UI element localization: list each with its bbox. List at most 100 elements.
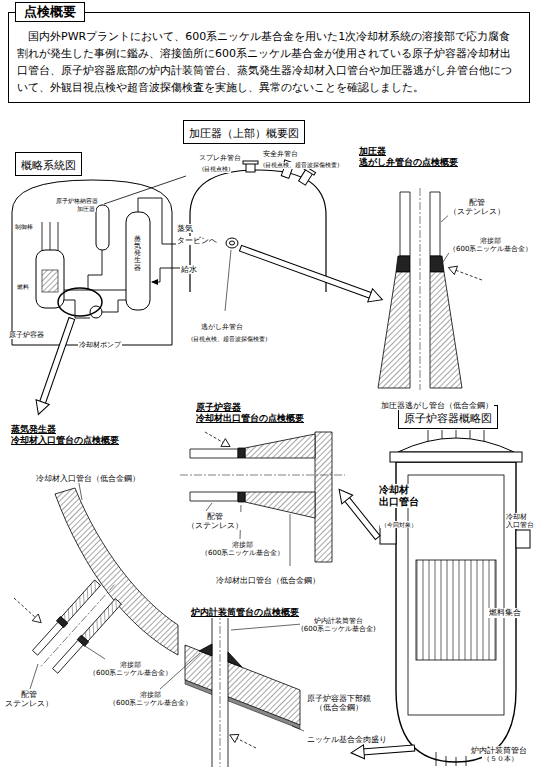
section-caption: 原子炉容器 冷却材出口管台の点検概要 <box>195 402 305 424</box>
system-diagram <box>50 222 51 252</box>
relief-nozzle-section <box>455 270 482 280</box>
reactor-vessel-drawing <box>380 430 530 766</box>
flow-label: 給水 <box>180 265 198 274</box>
material-label-holder: 原子炉容器下部鏡 （低合金鋼） <box>306 694 372 714</box>
pointer-arrow <box>346 498 377 537</box>
material-label: 冷却材入口管台（低合金鋼） <box>35 474 141 483</box>
inspection-note: (目視点検) <box>201 166 231 173</box>
part-label-holder: 制御棒 <box>14 214 34 233</box>
outlet-nozzle-section <box>315 432 332 562</box>
system-diagram <box>12 180 172 345</box>
part-label: スプレ弁管台 <box>198 155 242 163</box>
system-diagram <box>42 222 43 252</box>
reactor-vessel-drawing <box>456 757 457 766</box>
reactor-vessel-drawing <box>436 752 437 766</box>
relief-nozzle-section <box>400 192 410 256</box>
section-caption-holder: 加圧器 逃がし弁管台の点検概要 <box>358 146 459 169</box>
part-label-holder: 蒸気発生器 <box>134 236 141 272</box>
outlet-nozzle-section <box>180 475 345 476</box>
pressurizer-drawing <box>230 241 235 245</box>
material-label-holder: 炉内計装筒管台 (600系ニッケル基合金) <box>300 616 377 635</box>
part-label-holder: 燃料集合 <box>488 600 522 619</box>
part-label-holder: 冷却材ポンプ <box>78 332 122 351</box>
material-label: 溶接部 （600系ニッケル基合金） <box>200 541 285 558</box>
section-heading-box: 加圧器（上部）概要図 <box>183 120 305 144</box>
section-heading-box: 概略系統図 <box>15 152 82 176</box>
summary-box: 点検概要国内外PWRプラントにおいて、600系ニッケル基合金を用いた1次冷却材系… <box>8 12 530 103</box>
material-label-holder: 配管 （ステンレス） <box>186 512 244 532</box>
inspection-note-holder: (目視点検) <box>201 156 231 175</box>
material-label-holder: 冷却材入口管台（低合金鋼） <box>35 466 141 485</box>
reactor-vessel-drawing <box>416 560 496 660</box>
outlet-nozzle-section <box>206 503 212 511</box>
relief-nozzle-section <box>378 272 410 388</box>
section-caption-holder: 蒸気発生器 冷却材入口管台の点検概要 <box>10 424 120 447</box>
outlet-nozzle-section <box>190 492 238 501</box>
section-heading: 原子炉容器概略図 <box>404 412 492 425</box>
reactor-vessel-drawing <box>390 452 522 462</box>
system-diagram <box>102 300 126 312</box>
incore-nozzle-section <box>220 612 221 767</box>
flow-label-holder: 給水 <box>180 257 198 276</box>
part-label: 燃料 <box>16 283 30 290</box>
flow-label-holder: タービンへ <box>176 228 218 247</box>
inspection-note: (目視点検、超音波探傷検査) <box>262 162 340 169</box>
material-label: 加圧器逃がし管台（低合金鋼） <box>380 401 494 410</box>
flow-label: 蒸気 <box>176 224 194 233</box>
part-label-holder: スプレ弁管台 <box>198 145 242 164</box>
reactor-vessel-drawing <box>436 752 466 766</box>
incore-nozzle-section <box>199 644 212 656</box>
system-diagram <box>58 288 102 316</box>
relief-nozzle-section <box>378 188 482 390</box>
outlet-nozzle-section <box>290 514 291 566</box>
part-label-holder: 燃料 <box>16 274 30 293</box>
part-label: 蒸気発生器 <box>134 236 141 272</box>
relief-nozzle-section <box>430 256 444 272</box>
material-label-holder: 溶接部 （600系ニッケル基合金） <box>88 660 173 679</box>
part-label: 安全弁管台 <box>262 151 299 159</box>
system-diagram <box>88 250 102 290</box>
part-label: 冷却材ポンプ <box>78 341 122 349</box>
section-heading: 概略系統図 <box>21 159 76 172</box>
part-label-holder: 加圧器 <box>76 196 96 215</box>
outlet-nozzle-section <box>180 432 345 566</box>
material-label: 溶接部 （600系ニッケル基合金） <box>108 691 193 708</box>
pressurizer-drawing <box>226 238 238 248</box>
material-label: 配管 （ステンレス） <box>448 198 506 216</box>
outlet-nozzle-section <box>245 434 315 458</box>
material-label: 配管 （ステンレス） <box>186 512 244 530</box>
incore-nozzle-section <box>236 738 256 748</box>
material-label: 配管 ステンレス） <box>4 690 54 708</box>
section-heading: 加圧器（上部）概要図 <box>189 127 299 140</box>
inspection-note: (目視点検、超音波探傷検査) <box>190 336 268 343</box>
outlet-nozzle-section <box>245 492 315 518</box>
reactor-vessel-drawing <box>408 475 504 715</box>
outlet-nozzle-section <box>205 432 224 443</box>
reactor-vessel-drawing <box>466 756 467 766</box>
inlet-nozzle-section <box>30 664 38 689</box>
pressurizer-drawing <box>297 166 316 186</box>
material-label-holder: 配管 ステンレス） <box>4 690 54 710</box>
inlet-nozzle-section <box>53 640 84 673</box>
inspection-note-holder: （今回対象） <box>380 512 418 531</box>
part-label: 原子炉容器 <box>8 331 45 339</box>
section-caption: 加圧器 逃がし弁管台の点検概要 <box>358 146 459 168</box>
material-label: 炉内計装筒管台 (600系ニッケル基合金) <box>300 617 377 634</box>
system-diagram <box>58 222 59 252</box>
incore-nozzle-section <box>185 680 300 729</box>
part-label-holder: 逃がし弁管台 <box>200 314 244 333</box>
pointer-arrow <box>42 248 415 752</box>
inspection-note-holder: （５０本） <box>482 746 519 765</box>
system-diagram <box>42 270 58 292</box>
pointer-arrow <box>241 248 372 296</box>
incore-nozzle-section <box>185 645 300 725</box>
material-label-holder: 配管 （ステンレス） <box>448 198 506 218</box>
flow-label: タービンへ <box>176 236 218 245</box>
incore-nozzle-section <box>292 726 304 731</box>
pointer-arrow <box>240 248 372 296</box>
pointer-arrow <box>362 748 415 752</box>
system-diagram <box>126 212 150 310</box>
outlet-nozzle-section <box>238 448 245 458</box>
